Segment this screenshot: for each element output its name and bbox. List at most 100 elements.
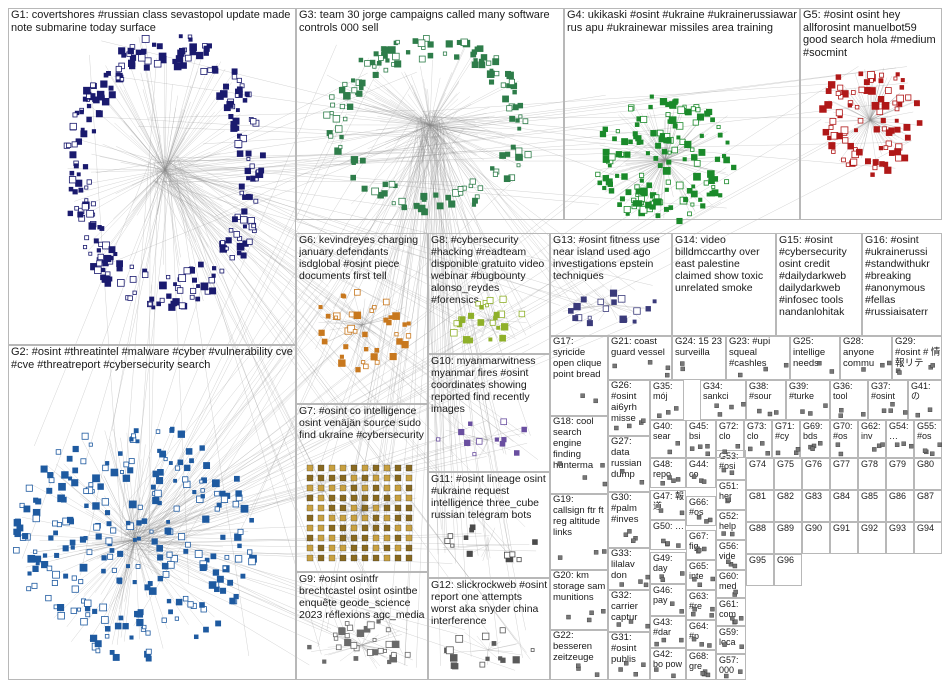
node — [359, 58, 363, 62]
node — [873, 166, 877, 170]
node — [226, 238, 231, 243]
node — [665, 188, 668, 191]
node — [149, 588, 156, 595]
node — [193, 490, 196, 493]
node — [243, 195, 248, 200]
node — [882, 127, 886, 131]
node — [324, 112, 330, 118]
node — [504, 176, 510, 182]
node — [248, 195, 253, 200]
node — [718, 133, 722, 137]
node — [335, 316, 338, 319]
node — [384, 318, 388, 322]
node — [739, 616, 743, 620]
node — [364, 364, 369, 369]
node — [820, 106, 827, 113]
node — [855, 105, 859, 109]
node — [676, 182, 683, 189]
node — [142, 272, 148, 278]
node — [657, 414, 661, 418]
node — [680, 511, 684, 515]
node — [329, 535, 335, 541]
node — [395, 465, 401, 471]
node — [691, 155, 697, 161]
node — [516, 119, 520, 123]
node — [343, 295, 346, 298]
node — [378, 56, 383, 61]
node — [890, 402, 894, 406]
node — [103, 242, 110, 249]
node — [691, 203, 694, 206]
node — [648, 360, 652, 364]
node — [117, 578, 122, 583]
node — [395, 495, 401, 501]
node — [102, 556, 106, 560]
node — [46, 595, 51, 600]
node — [715, 157, 719, 161]
node — [133, 538, 136, 541]
node — [377, 620, 380, 623]
node — [340, 135, 344, 139]
node — [76, 180, 82, 186]
node — [384, 495, 390, 501]
node — [190, 459, 194, 463]
node — [152, 43, 155, 46]
node — [85, 504, 89, 508]
node — [865, 159, 870, 164]
node — [97, 249, 100, 252]
node — [176, 56, 183, 63]
node — [230, 598, 236, 604]
node — [437, 203, 443, 209]
node — [642, 190, 648, 196]
node — [612, 300, 617, 305]
node — [237, 151, 243, 157]
node — [615, 174, 618, 177]
node — [344, 345, 348, 349]
node — [665, 373, 669, 377]
node — [388, 47, 395, 54]
node — [704, 519, 708, 523]
node — [700, 642, 704, 646]
node — [362, 186, 367, 191]
node — [158, 576, 163, 581]
node — [662, 638, 666, 642]
node — [336, 645, 341, 650]
node — [636, 189, 641, 194]
node — [175, 617, 178, 620]
node — [916, 413, 920, 417]
node — [183, 477, 188, 482]
node — [760, 441, 764, 445]
node — [677, 136, 680, 139]
node — [179, 35, 182, 38]
node — [513, 105, 518, 110]
node — [478, 320, 484, 326]
node — [666, 541, 670, 545]
node — [490, 167, 494, 171]
node — [896, 73, 899, 76]
node — [362, 525, 368, 531]
node — [396, 40, 400, 44]
node — [201, 283, 208, 290]
node — [676, 477, 680, 481]
node — [247, 157, 250, 160]
node — [687, 188, 692, 193]
node — [832, 150, 836, 154]
node — [252, 224, 256, 228]
node — [661, 481, 665, 485]
node — [130, 438, 133, 441]
node — [102, 268, 105, 271]
node — [362, 360, 365, 363]
node — [493, 59, 499, 65]
node — [318, 525, 324, 531]
node — [212, 267, 215, 270]
node — [472, 198, 477, 203]
node — [902, 442, 906, 446]
node — [517, 557, 521, 561]
node — [160, 298, 164, 302]
node — [123, 475, 129, 481]
node — [693, 120, 698, 125]
node — [581, 394, 585, 398]
node — [167, 599, 171, 603]
node — [175, 466, 179, 470]
node — [393, 641, 400, 648]
